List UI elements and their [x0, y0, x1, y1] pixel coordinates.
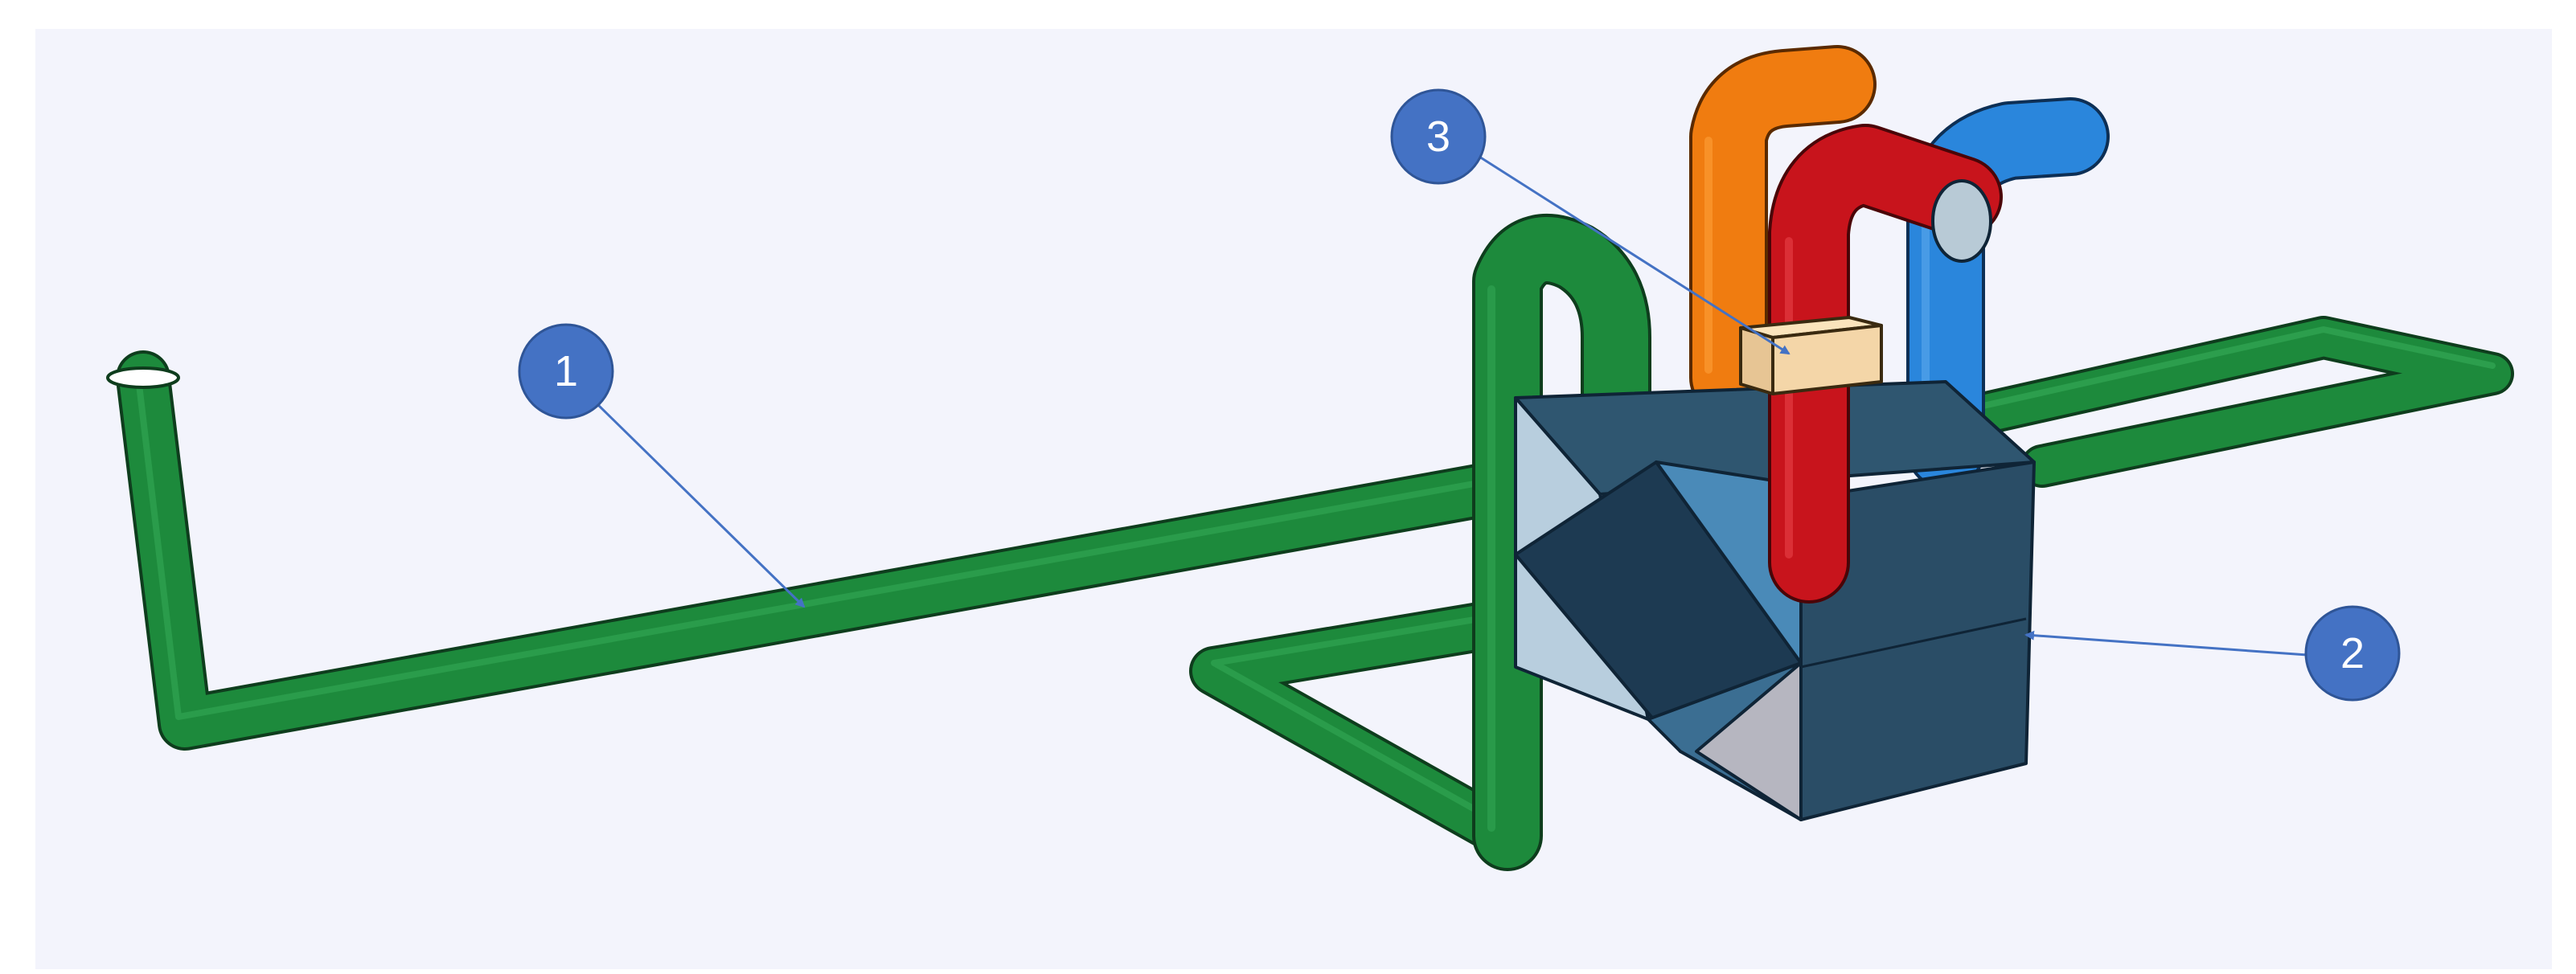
callout-2-label: 2	[2340, 629, 2365, 677]
callout-leaders	[593, 155, 2308, 657]
callout-2-leader	[2024, 630, 2308, 657]
callout-3-label: 3	[1426, 113, 1450, 161]
callout-3-leader	[1479, 155, 1790, 355]
callout-2-circle	[2304, 605, 2401, 702]
callout-1-leader	[593, 400, 806, 608]
green-duct-back-loop	[1908, 316, 2514, 488]
callout-1: 1	[518, 323, 614, 419]
green-duct-lower-loop	[1189, 594, 1553, 861]
orange-duct	[1689, 45, 1877, 417]
callout-1-circle	[518, 323, 614, 419]
callout-3-circle	[1390, 88, 1487, 185]
green-duct-main	[106, 350, 1555, 751]
callout-1-label: 1	[554, 347, 578, 395]
red-duct	[1768, 124, 2003, 604]
green-duct-riser	[1472, 214, 1651, 871]
callout-3: 3	[1390, 88, 1487, 185]
callout-2: 2	[2304, 605, 2401, 702]
duct-box	[1739, 316, 1883, 395]
